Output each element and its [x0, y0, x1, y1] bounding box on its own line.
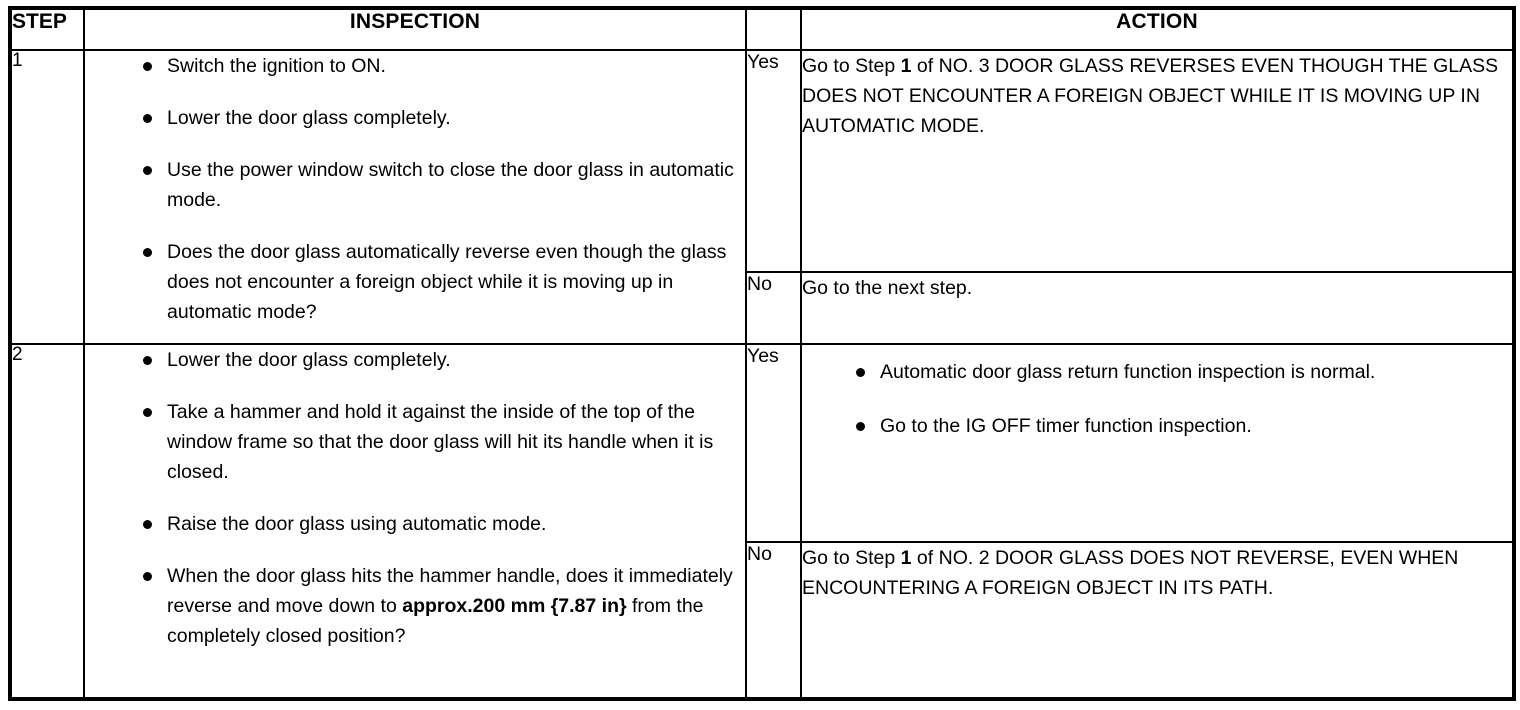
action-cell-step-1-no: Go to the next step. [800, 271, 1515, 345]
list-item: Take a hammer and hold it against the in… [85, 397, 745, 487]
inspection-cell-step-1: Switch the ignition to ON. Lower the doo… [83, 49, 747, 345]
list-item: Automatic door glass return function ins… [802, 357, 1512, 387]
action-cell-step-2-yes: Automatic door glass return function ins… [800, 343, 1515, 543]
inspection-text-suffix: from the completely closed position? [167, 595, 704, 647]
list-item: Does the door glass automatically revers… [85, 237, 745, 327]
header-action: ACTION [800, 7, 1515, 51]
list-item: Raise the door glass using automatic mod… [85, 509, 745, 539]
table-row: 1 Switch the ignition to ON. Lower the d… [9, 49, 1515, 345]
list-item: Go to the IG OFF timer function inspecti… [802, 411, 1512, 441]
action-text-prefix: Go to Step [802, 547, 901, 569]
action-text: Go to Step 1 of NO. 3 DOOR GLASS REVERSE… [802, 51, 1512, 141]
list-item: Lower the door glass completely. [85, 103, 745, 133]
list-item: When the door glass hits the hammer hand… [85, 561, 745, 651]
table-row: No Go to the next step. [10, 271, 1515, 345]
inspection-text-prefix: When the door glass hits the hammer hand… [167, 565, 733, 617]
list-item: Use the power window switch to close the… [85, 155, 745, 215]
table-row: 2 Lower the door glass completely. Take … [9, 343, 1515, 700]
header-yesno-spacer [746, 7, 802, 51]
action-text-prefix: Go to Step [802, 55, 901, 77]
table-row: No Go to Step 1 of NO. 2 DOOR GLASS DOES… [10, 541, 1515, 700]
action-cell-step-1-yes: Go to Step 1 of NO. 3 DOOR GLASS REVERSE… [800, 49, 1515, 273]
list-item: Lower the door glass completely. [85, 345, 745, 375]
no-label-step-1: No [745, 271, 802, 345]
header-inspection: INSPECTION [83, 7, 747, 51]
action-text: Go to Step 1 of NO. 2 DOOR GLASS DOES NO… [802, 543, 1512, 603]
action-cell-step-2-no: Go to Step 1 of NO. 2 DOOR GLASS DOES NO… [800, 541, 1515, 700]
step-reference-number: 1 [900, 547, 912, 569]
inspection-action-table: STEP INSPECTION ACTION 1 Switch the igni… [8, 6, 1516, 701]
action-text-suffix: of NO. 3 DOOR GLASS REVERSES EVEN THOUGH… [802, 55, 1499, 137]
no-label-step-2: No [745, 541, 802, 700]
inspection-bullet-list-1: Switch the ignition to ON. Lower the doo… [85, 51, 745, 327]
step-number-1: 1 [9, 49, 85, 345]
table-header-row: STEP INSPECTION ACTION [9, 7, 1515, 51]
measurement-value: approx.200 mm {7.87 in} [402, 595, 627, 617]
action-text-suffix: of NO. 2 DOOR GLASS DOES NOT REVERSE, EV… [802, 547, 1459, 599]
inspection-bullet-list-2: Lower the door glass completely. Take a … [85, 345, 745, 651]
step-number-2: 2 [9, 343, 85, 700]
list-item: Switch the ignition to ON. [85, 51, 745, 81]
header-step: STEP [9, 7, 85, 51]
yes-label-step-2: Yes [745, 343, 802, 543]
yes-label-step-1: Yes [745, 49, 802, 273]
inspection-cell-step-2: Lower the door glass completely. Take a … [83, 343, 747, 700]
action-text: Go to the next step. [802, 277, 973, 299]
step-reference-number: 1 [900, 55, 912, 77]
action-bullet-list-step-2-yes: Automatic door glass return function ins… [802, 357, 1512, 441]
